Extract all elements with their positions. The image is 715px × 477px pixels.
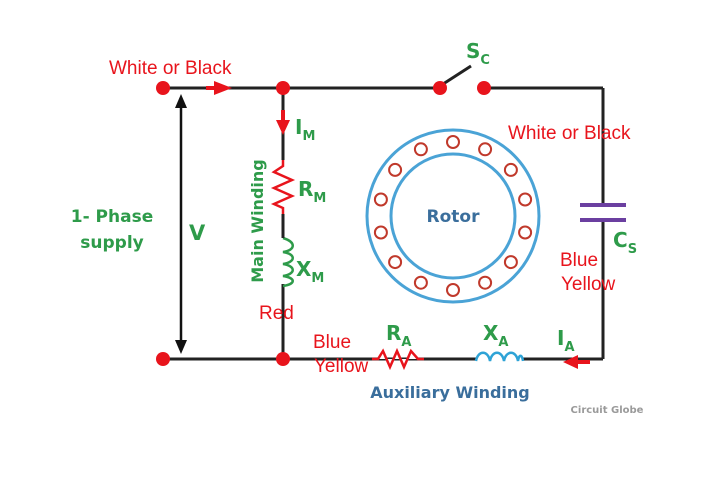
- watermark: Circuit Globe: [571, 405, 644, 416]
- rotor-slot: [478, 142, 493, 157]
- rotor-slot: [413, 275, 428, 290]
- main-reactance-label: XM: [296, 257, 324, 286]
- annotation-aux-line1: Blue: [313, 332, 351, 353]
- rotor-label: Rotor: [427, 207, 481, 227]
- aux-resistor: [372, 347, 424, 371]
- node-bottom-junction: [276, 352, 290, 366]
- switch-label: SC: [466, 39, 490, 68]
- capacitor-label: CS: [613, 228, 637, 257]
- rotor-slot: [388, 162, 403, 177]
- main-current-arrow: [276, 120, 290, 135]
- main-winding-label: Main Winding: [248, 159, 267, 282]
- rotor-slot: [446, 283, 460, 297]
- supply-label-line2: supply: [80, 233, 143, 253]
- rotor-slot: [388, 255, 403, 270]
- main-resistor: [270, 160, 296, 214]
- main-inductor: [282, 236, 294, 288]
- rotor-slots: [373, 135, 533, 297]
- nodes: [156, 81, 491, 366]
- annotation-right: White or Black: [508, 123, 631, 144]
- aux-current-label: IA: [557, 326, 575, 355]
- aux-current-arrow: [563, 355, 578, 369]
- wires: [163, 64, 605, 361]
- rotor-outer-ring: [365, 128, 541, 304]
- annotation-main-bottom: Red: [259, 303, 294, 324]
- aux-winding-label: Auxiliary Winding: [370, 383, 530, 402]
- aux-inductor: [474, 351, 525, 362]
- node-switch-right: [477, 81, 491, 95]
- top-current-arrow: [214, 81, 232, 95]
- node-bottom-left: [156, 352, 170, 366]
- aux-resistor-label: RA: [386, 321, 411, 350]
- rotor-slot: [503, 255, 518, 270]
- voltage-arrow: [175, 94, 187, 354]
- annotation-capacitor-line2: Yellow: [561, 274, 616, 295]
- node-top-left: [156, 81, 170, 95]
- rotor-slot: [446, 135, 460, 149]
- rotor-inner-ring: [389, 152, 517, 280]
- supply-label-line1: 1- Phase: [71, 207, 154, 227]
- main-current-label: IM: [295, 115, 315, 144]
- main-resistor-label: RM: [298, 177, 326, 206]
- rotor-slot: [373, 225, 388, 240]
- rotor-slot: [518, 192, 533, 207]
- annotation-top-left: White or Black: [109, 58, 232, 79]
- node-top-junction: [276, 81, 290, 95]
- voltage-label: V: [189, 221, 206, 245]
- rotor-slot: [373, 192, 388, 207]
- rotor-slot: [503, 162, 518, 177]
- rotor-slot: [413, 142, 428, 157]
- node-switch-left: [433, 81, 447, 95]
- rotor-slot: [518, 225, 533, 240]
- aux-reactance-label: XA: [483, 321, 508, 350]
- rotor: [365, 128, 541, 304]
- capacitor: [580, 203, 626, 222]
- annotation-aux-line2: Yellow: [314, 356, 369, 377]
- switch-blade: [439, 64, 472, 88]
- rotor-slot: [478, 275, 493, 290]
- annotation-capacitor-line1: Blue: [560, 250, 598, 271]
